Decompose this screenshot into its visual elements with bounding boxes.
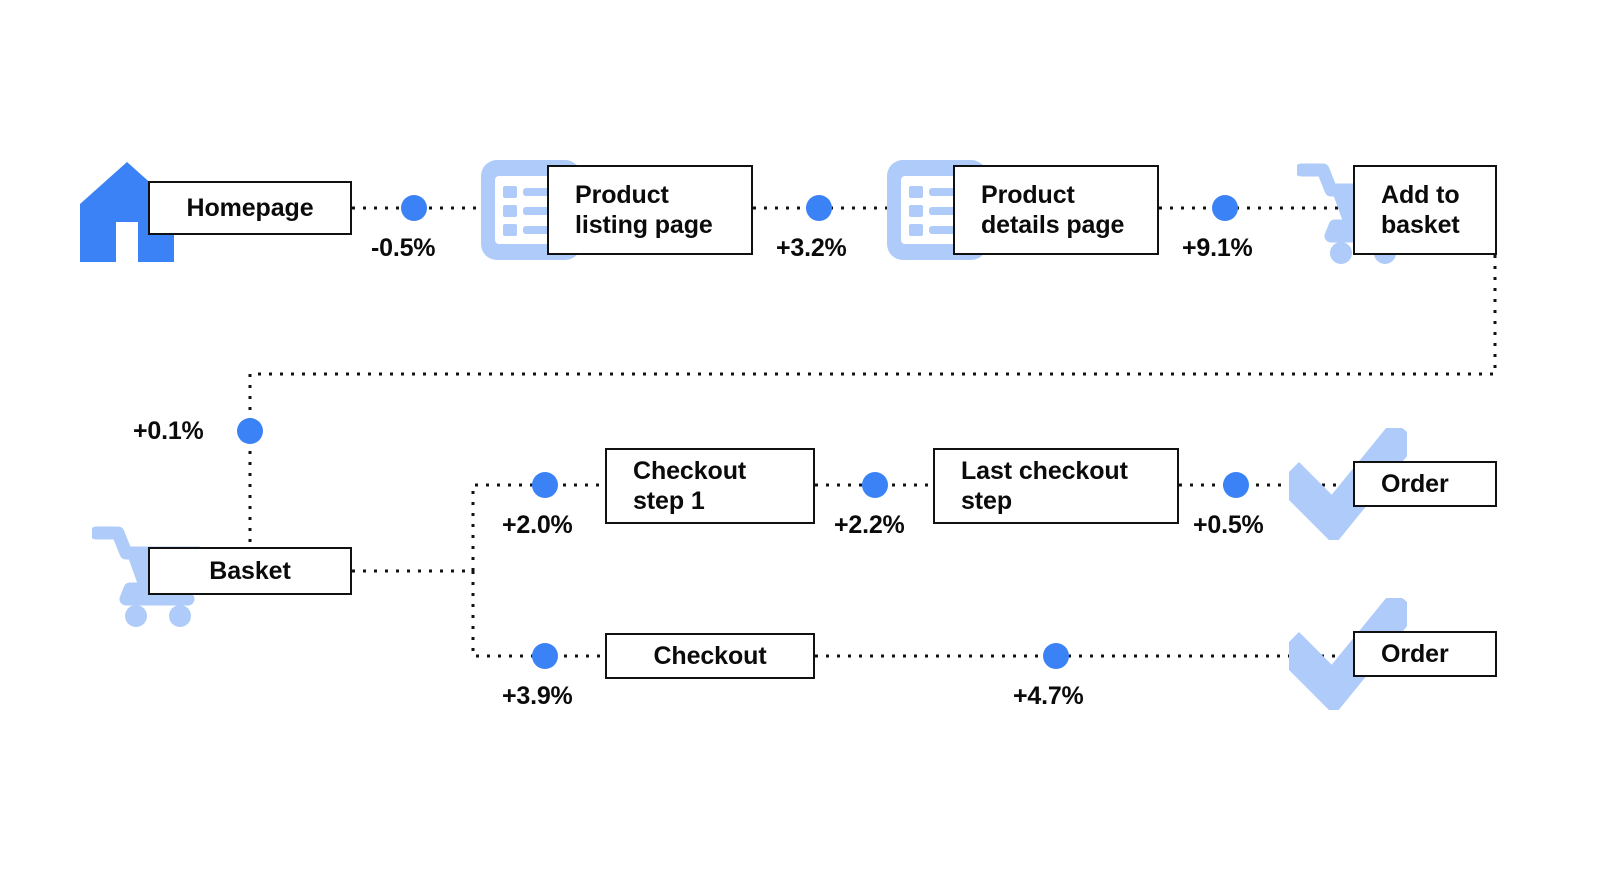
delta-label-homepage-listing: -0.5% [371,234,436,262]
delta-label-details-addbasket: +9.1% [1182,234,1253,262]
delta-label-basket-step1: +2.0% [502,511,573,539]
delta-label-listing-details: +3.2% [776,234,847,262]
node-label-product-listing-page: Product listing page [575,180,713,240]
delta-label-laststep-order: +0.5% [1193,511,1264,539]
edge-dot-basket-step1[interactable] [532,472,558,498]
delta-label-addbasket-basket: +0.1% [133,417,204,445]
node-product-listing-page[interactable]: Product listing page [547,165,753,255]
edge-dot-step1-laststep[interactable] [862,472,888,498]
node-label-last-checkout-step: Last checkout step [961,456,1128,516]
delta-label-step1-laststep: +2.2% [834,511,905,539]
delta-label-basket-checkout: +3.9% [502,682,573,710]
node-checkout-step-1[interactable]: Checkout step 1 [605,448,815,524]
node-homepage[interactable]: Homepage [148,181,352,235]
node-add-to-basket[interactable]: Add to basket [1353,165,1497,255]
node-label-product-details-page: Product details page [981,180,1125,240]
node-label-order-top: Order [1381,469,1449,498]
node-product-details-page[interactable]: Product details page [953,165,1159,255]
edge-dot-laststep-order[interactable] [1223,472,1249,498]
delta-label-checkout-order: +4.7% [1013,682,1084,710]
edge-dot-homepage-listing[interactable] [401,195,427,221]
node-label-checkout: Checkout [653,641,767,670]
node-label-homepage: Homepage [186,193,314,222]
edge-dot-listing-details[interactable] [806,195,832,221]
node-label-checkout-step-1: Checkout step 1 [633,456,747,516]
node-last-checkout-step[interactable]: Last checkout step [933,448,1179,524]
edge-dot-basket-checkout[interactable] [532,643,558,669]
edge-dot-checkout-order[interactable] [1043,643,1069,669]
node-order-bottom[interactable]: Order [1353,631,1497,677]
node-label-order-bottom: Order [1381,639,1449,668]
node-label-basket: Basket [209,556,291,585]
node-checkout[interactable]: Checkout [605,633,815,679]
node-basket[interactable]: Basket [148,547,352,595]
node-label-add-to-basket: Add to basket [1381,180,1460,240]
edge-dot-details-addbasket[interactable] [1212,195,1238,221]
node-order-top[interactable]: Order [1353,461,1497,507]
edge-dot-addbasket-basket[interactable] [237,418,263,444]
